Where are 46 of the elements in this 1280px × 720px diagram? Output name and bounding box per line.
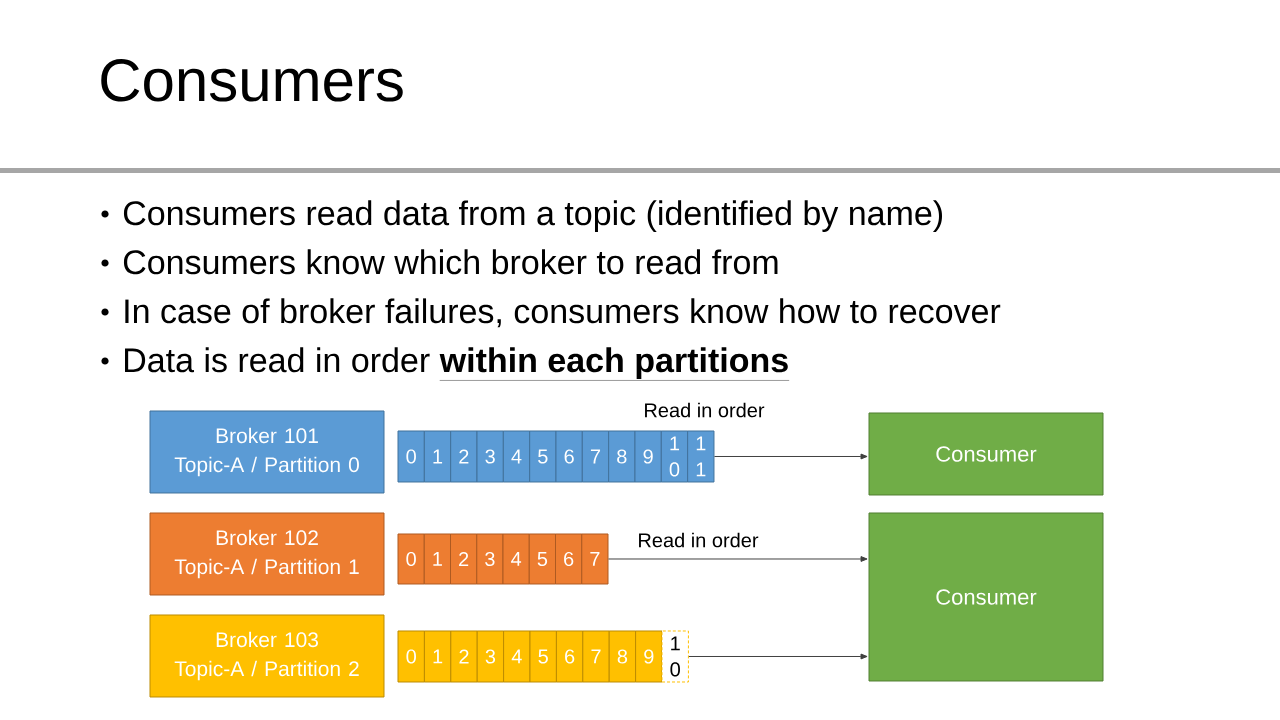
edge-label: Read in order: [636, 531, 760, 549]
consumer-box: Consumer: [868, 512, 1104, 682]
offset-cell: 1 0: [660, 430, 689, 483]
offset-cell: 9: [634, 430, 662, 483]
offset-cell: 1: [423, 630, 452, 683]
offset-cell: 0: [397, 533, 425, 585]
offset-cell: 0: [397, 430, 425, 483]
bullet-text: Data is read in order within each partitions: [125, 347, 790, 381]
edge-label: Read in order: [642, 401, 766, 419]
offset-cell: 5: [529, 630, 557, 683]
offset-cell: 8: [608, 630, 637, 683]
offset-cell: 2: [450, 630, 478, 683]
offset-cell: 7: [582, 630, 610, 683]
broker-box: Broker 102 Topic-A / Partition 1: [149, 512, 385, 596]
offset-cell: 7: [581, 430, 610, 483]
offset-cell: 6: [555, 430, 583, 483]
offset-cell: 5: [528, 533, 556, 585]
broker-box: Broker 103 Topic-A / Partition 2: [149, 614, 385, 698]
offset-cell: 1 1: [687, 430, 715, 483]
slide-title: Consumers: [101, 59, 403, 102]
arrow: [713, 453, 868, 460]
offset-cell: 3: [476, 533, 504, 585]
offset-cell: 6: [555, 630, 584, 683]
arrow: [608, 556, 868, 562]
offset-cell: 1: [423, 533, 451, 585]
bullet-text: Consumers read data from a topic (identified by name): [123, 200, 942, 233]
offset-cell: 3: [476, 630, 505, 683]
offset-cell: 3: [476, 430, 504, 483]
bullet-text: Consumers know which broker to read from: [123, 249, 778, 275]
offset-cell: 1 0: [661, 630, 689, 683]
offset-cell: 7: [581, 533, 609, 585]
offset-cell: 8: [608, 430, 636, 483]
offset-cell: 0: [397, 630, 425, 683]
offset-cell: 5: [529, 430, 557, 483]
offset-cell: 6: [555, 533, 583, 585]
offset-cell: 4: [502, 533, 530, 585]
offset-cell: 9: [635, 630, 663, 683]
offset-cell: 2: [450, 430, 478, 483]
bullet-text: In case of broker failures, consumers know how to recover: [125, 298, 1001, 328]
offset-cell: 1: [423, 430, 452, 483]
broker-box: Broker 101 Topic-A / Partition 0: [149, 410, 385, 494]
offset-cell: 4: [503, 630, 531, 683]
offset-cell: 2: [450, 533, 478, 585]
consumer-box: Consumer: [868, 412, 1104, 496]
arrow: [688, 653, 868, 660]
offset-cell: 4: [502, 430, 531, 483]
